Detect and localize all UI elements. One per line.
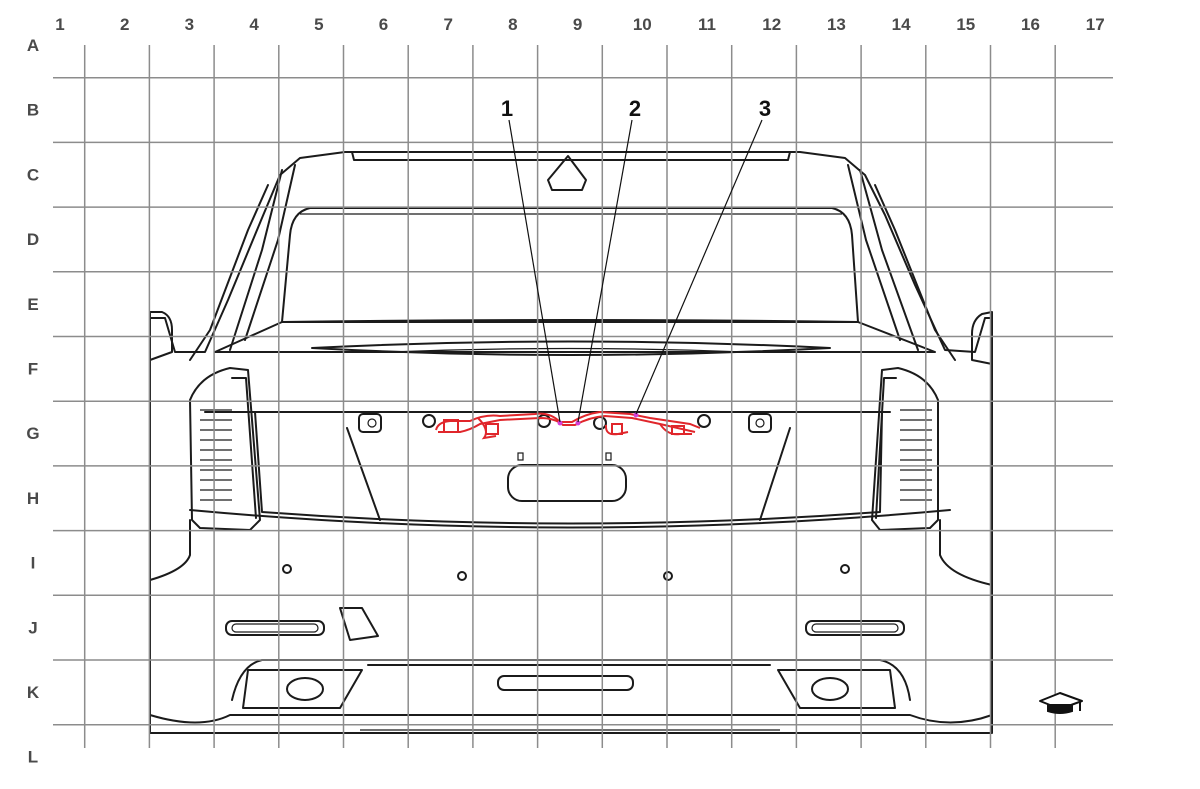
- left-mirror: [149, 311, 173, 361]
- connector-point-2: [575, 420, 581, 426]
- grid-row-label: K: [27, 683, 40, 702]
- callout-leader-1: [508, 119, 561, 423]
- grid-row-label: I: [31, 554, 36, 573]
- trunk-grommets: [358, 413, 772, 433]
- grid-column-label: 1: [55, 15, 64, 34]
- grid-row-label: J: [28, 618, 37, 637]
- connector-point-3: [633, 412, 639, 418]
- callout-label-3: 3: [759, 96, 771, 121]
- grid-row-labels: A B C D E F G H I J K L: [26, 36, 39, 767]
- grid-column-label: 2: [120, 15, 129, 34]
- harness-connector-left: [443, 419, 459, 433]
- left-exhaust: [242, 669, 363, 709]
- left-taillight: [189, 367, 261, 531]
- callout-label-2: 2: [629, 96, 641, 121]
- grid-row-label: E: [27, 295, 38, 314]
- trunk-spoiler: [311, 340, 831, 356]
- grid-row-label: L: [28, 748, 38, 767]
- grid-row-label: H: [27, 489, 39, 508]
- roof-spoiler: [351, 151, 791, 161]
- grid-column-label: 4: [249, 15, 259, 34]
- right-taillight: [871, 367, 939, 531]
- grid-row-label: F: [28, 360, 38, 379]
- grid-column-label: 8: [508, 15, 517, 34]
- grid-row-label: C: [27, 165, 39, 184]
- grid-column-label: 6: [379, 15, 388, 34]
- grid-column-label: 7: [443, 15, 452, 34]
- grid-column-label: 17: [1086, 15, 1105, 34]
- graduation-cap-icon: [1039, 692, 1083, 714]
- grid-column-label: 3: [185, 15, 194, 34]
- grid-row-label: B: [27, 101, 39, 120]
- grid-column-label: 12: [762, 15, 781, 34]
- antenna-fin: [547, 155, 587, 191]
- grid-column-label: 9: [573, 15, 582, 34]
- wiring-harness: [435, 410, 701, 440]
- reference-grid: [53, 45, 1113, 748]
- license-lamp-housing: [507, 464, 627, 502]
- grid-column-label: 14: [892, 15, 911, 34]
- callout-leader-2: [577, 119, 633, 423]
- grid-row-label: A: [27, 36, 39, 55]
- grid-row-label: G: [26, 424, 39, 443]
- grid-column-label: 16: [1021, 15, 1040, 34]
- grid-column-label: 10: [633, 15, 652, 34]
- grid-column-label: 13: [827, 15, 846, 34]
- vehicle-body: [149, 151, 993, 734]
- connector-point-1: [557, 420, 563, 426]
- callout-label-1: 1: [501, 96, 513, 121]
- grid-column-label: 11: [698, 15, 716, 34]
- right-mirror: [971, 311, 993, 365]
- grid-column-label: 5: [314, 15, 323, 34]
- right-exhaust: [777, 669, 896, 709]
- callout-leader-3: [635, 119, 763, 415]
- grid-column-label: 15: [956, 15, 975, 34]
- rear-window: [281, 207, 859, 323]
- vehicle-rear-view: [149, 151, 993, 734]
- grid-row-label: D: [27, 230, 39, 249]
- callouts: 1 2 3: [501, 96, 771, 423]
